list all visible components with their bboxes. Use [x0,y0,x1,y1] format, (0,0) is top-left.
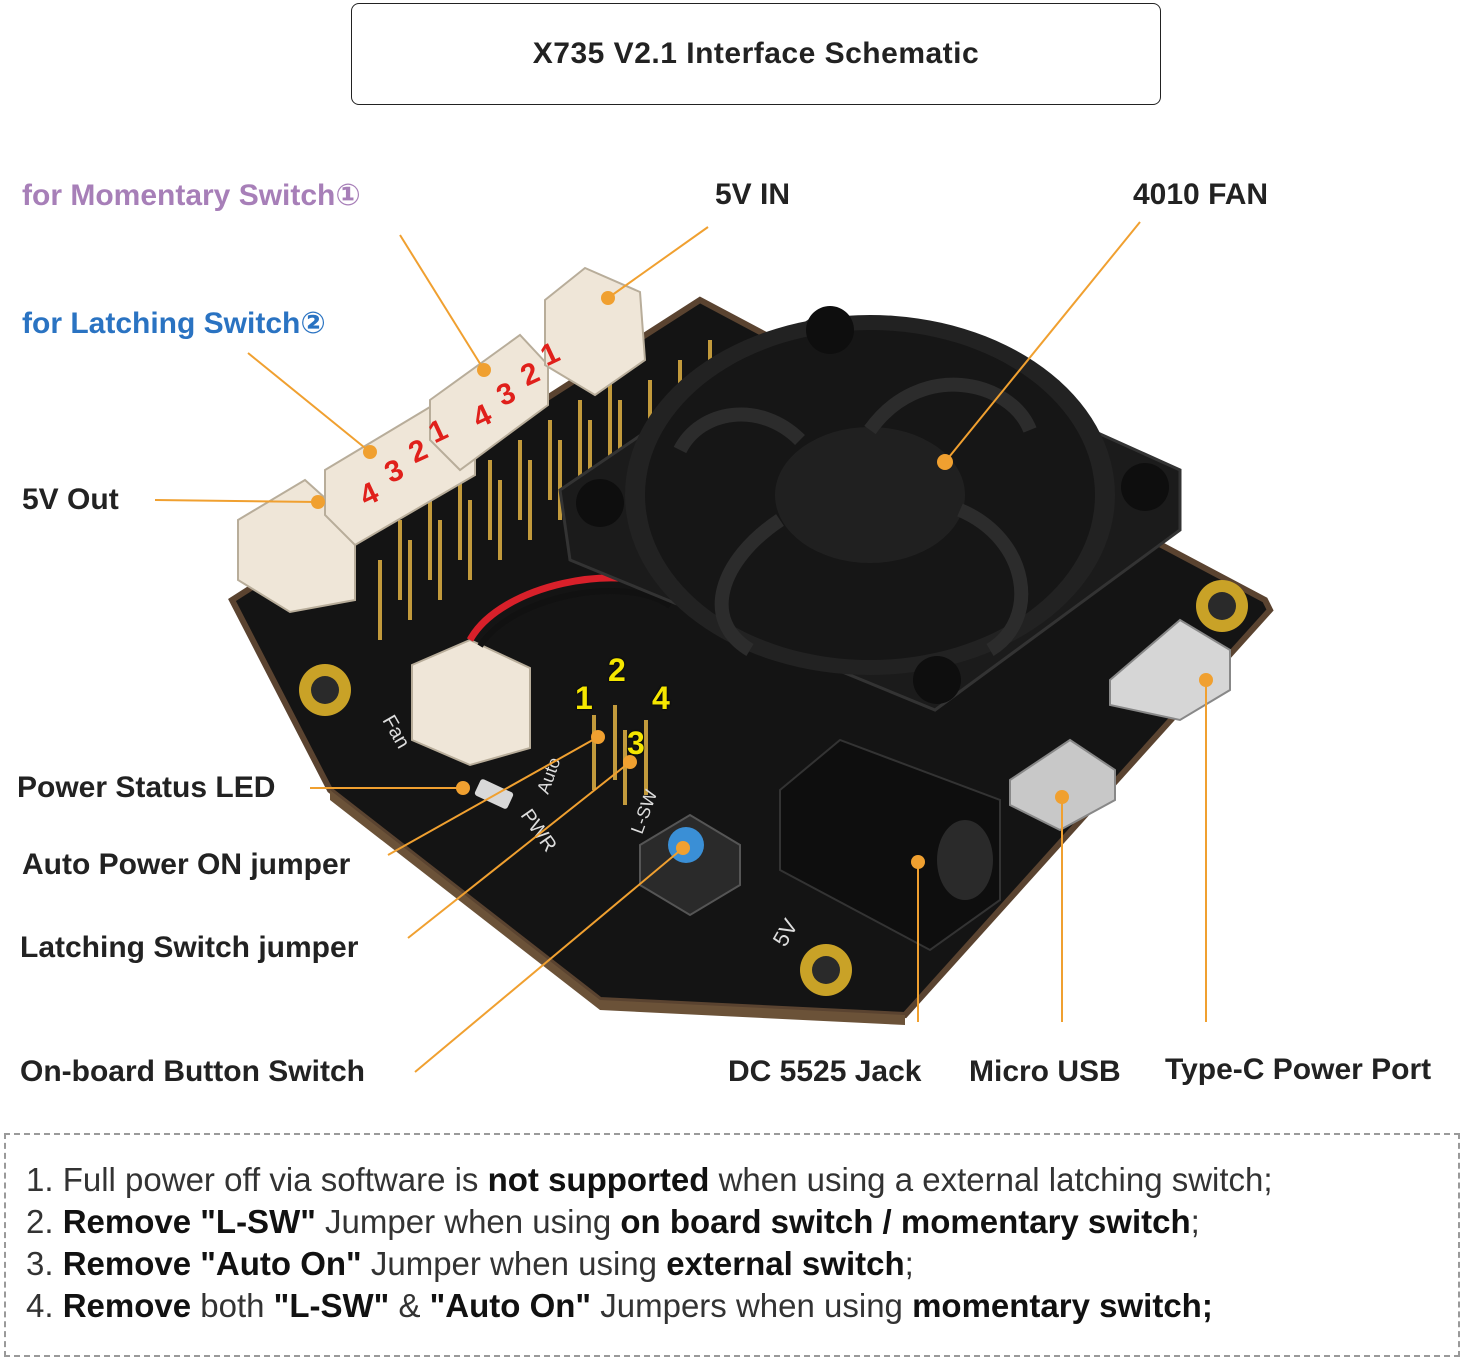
jumper-pin-3: 3 [627,725,645,761]
title-box: X735 V2.1 Interface Schematic [351,3,1161,105]
label-momentary-switch: for Momentary Switch① [22,179,361,212]
note-2: 2. Remove "L-SW" Jumper when using on bo… [26,1203,1200,1240]
fan [558,306,1182,712]
jumper-pin-4: 4 [652,680,670,716]
label-micro-usb: Micro USB [969,1055,1121,1088]
leader-lines [154,221,1207,1073]
label-5v-out: 5V Out [22,483,119,516]
note-4: 4. Remove both "L-SW" & "Auto On" Jumper… [26,1287,1213,1324]
page-title: X735 V2.1 Interface Schematic [532,37,980,70]
label-power-led: Power Status LED [17,771,276,804]
label-typec: Type-C Power Port [1165,1053,1432,1086]
fan-wire-black [477,588,672,648]
leader-dots [311,291,1213,869]
label-latching-switch: for Latching Switch② [22,307,326,340]
note-3: 3. Remove "Auto On" Jumper when using ex… [26,1245,914,1282]
label-5v-in: 5V IN [715,178,791,211]
micro-usb-port [1009,738,1116,832]
label-auto-on-jumper: Auto Power ON jumper [22,848,351,881]
label-dc-jack: DC 5525 Jack [728,1055,922,1088]
connector-momentary [429,333,549,472]
connector-fan [411,638,531,767]
typec-port [1109,618,1231,722]
jumper-pin-2: 2 [608,652,626,688]
jumper-header [592,705,648,805]
notes-box: 1. Full power off via software is not su… [4,1133,1460,1357]
mounting-holes [299,580,1248,996]
dc-jack [779,738,1001,952]
note-1: 1. Full power off via software is not su… [26,1161,1273,1198]
power-led [474,779,514,809]
label-fan: 4010 FAN [1133,178,1269,211]
label-button-switch: On-board Button Switch [20,1055,365,1088]
connector-5v-in [544,266,647,397]
jumper-pin-1: 1 [575,680,593,716]
label-latching-jumper: Latching Switch jumper [20,931,359,964]
